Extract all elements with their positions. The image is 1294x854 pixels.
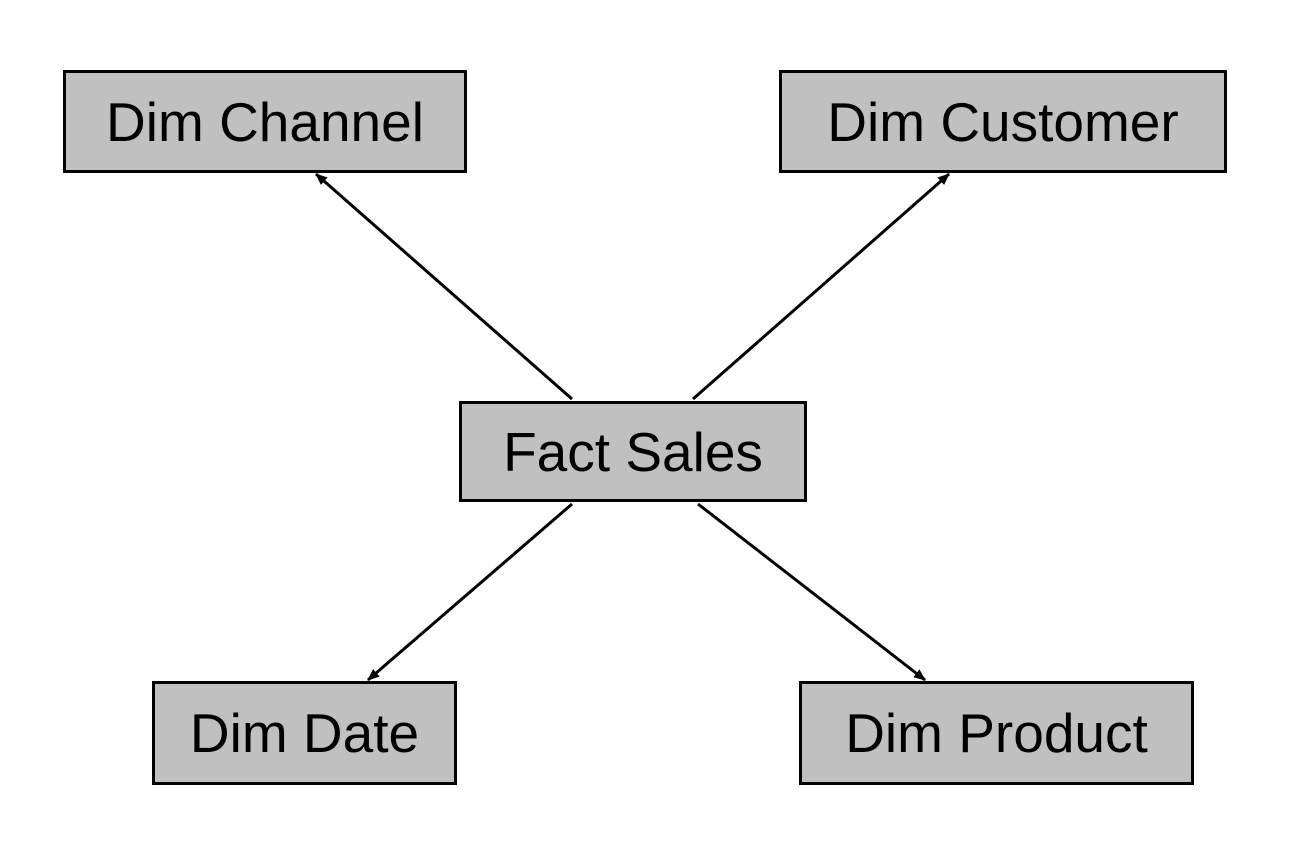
dim-product-node: Dim Product xyxy=(799,681,1194,785)
dim-date-node: Dim Date xyxy=(152,681,457,785)
edge-fact-sales-to-dim-customer xyxy=(692,172,950,401)
edge-fact-sales-to-dim-date xyxy=(367,502,573,682)
dim-channel-node: Dim Channel xyxy=(63,70,467,173)
fact-sales-label: Fact Sales xyxy=(503,420,763,483)
dim-customer-label: Dim Customer xyxy=(827,90,1179,153)
dim-channel-label: Dim Channel xyxy=(106,90,424,153)
fact-sales-node: Fact Sales xyxy=(459,401,807,502)
edge-fact-sales-to-dim-channel xyxy=(315,172,573,401)
dim-date-label: Dim Date xyxy=(189,702,420,764)
edge-fact-sales-to-dim-product xyxy=(697,502,926,682)
dim-product-label: Dim Product xyxy=(845,702,1148,764)
dim-customer-node: Dim Customer xyxy=(779,70,1227,173)
